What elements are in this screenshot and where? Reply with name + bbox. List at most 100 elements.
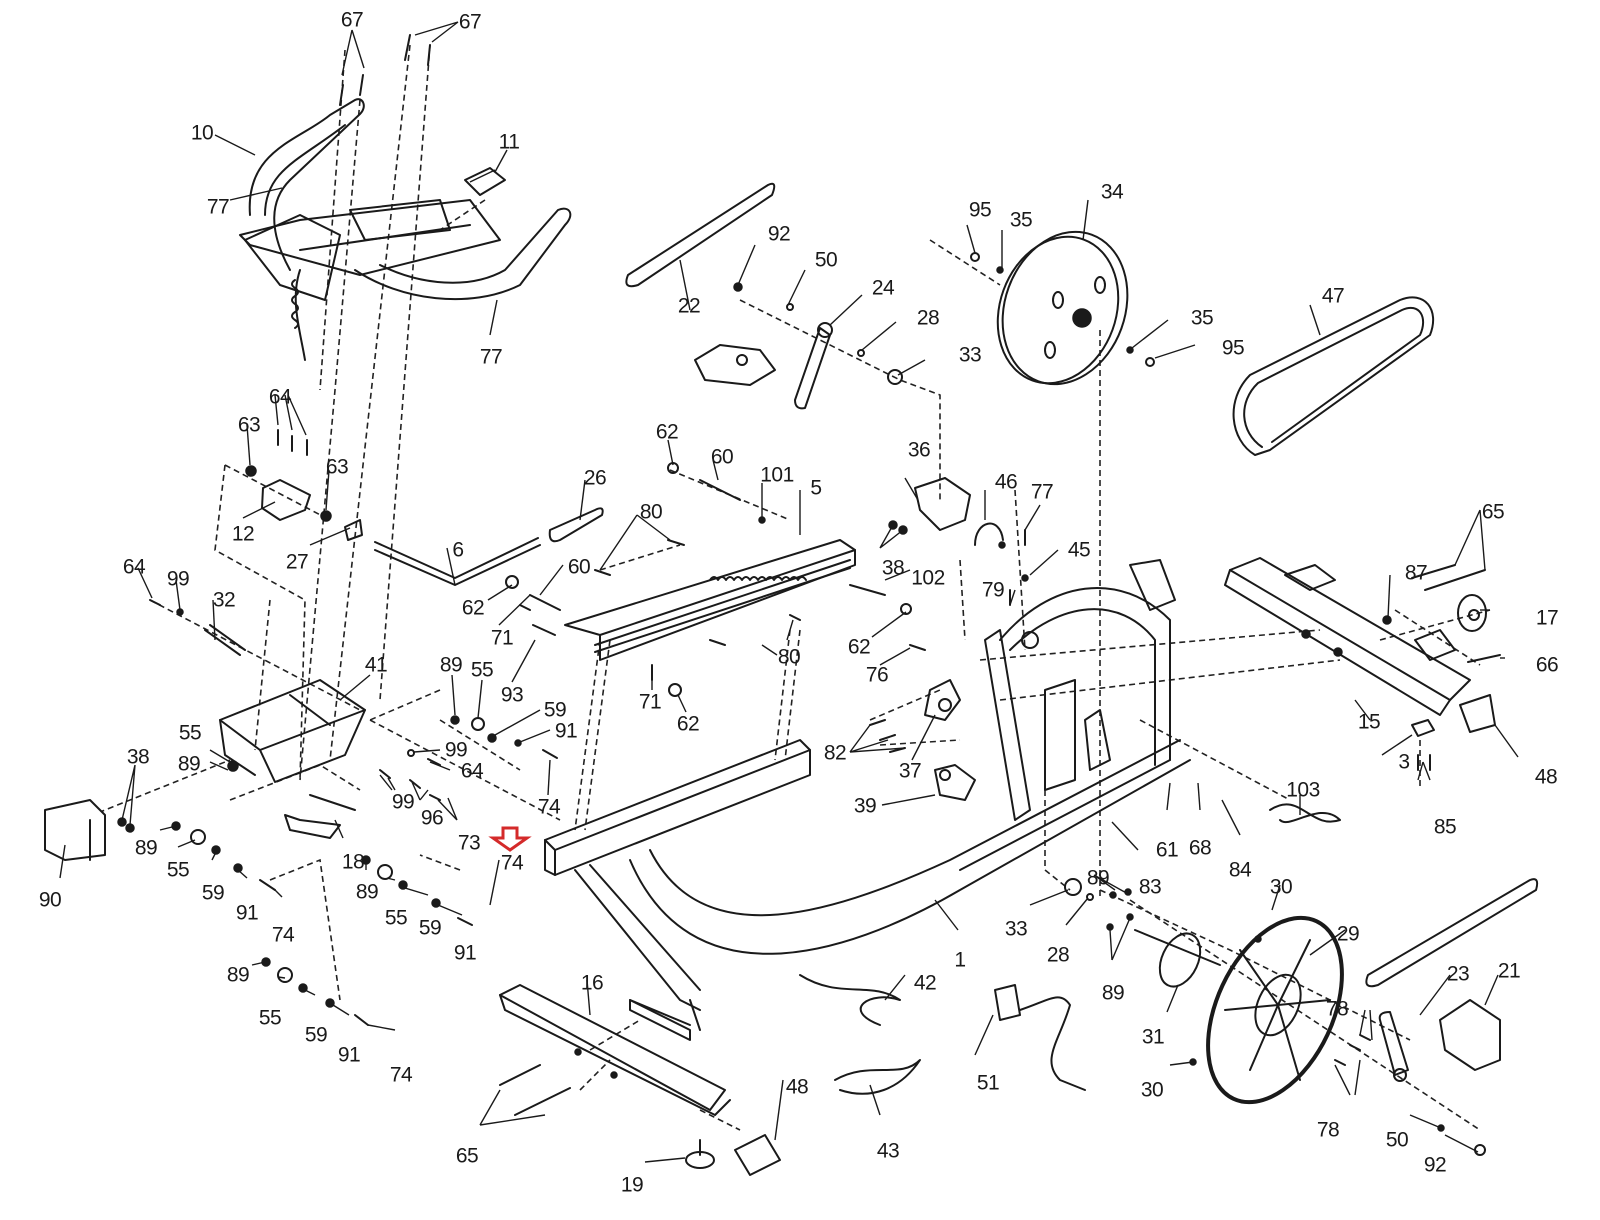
part-21-strap-pedal xyxy=(1365,878,1539,1071)
part-1-frame xyxy=(544,559,1191,1031)
part-label: 10 xyxy=(190,121,214,145)
part-label: 59 xyxy=(418,916,442,940)
bracket-hardware xyxy=(227,715,558,801)
part-label: 73 xyxy=(457,831,481,855)
part-label: 12 xyxy=(231,522,255,546)
part-label: 48 xyxy=(1534,765,1558,789)
part-label: 27 xyxy=(285,550,309,574)
part-label: 60 xyxy=(567,555,591,579)
part-label: 31 xyxy=(1141,1025,1165,1049)
part-label: 55 xyxy=(258,1006,282,1030)
part-label: 35 xyxy=(1190,306,1214,330)
part-label: 99 xyxy=(391,790,415,814)
part-label: 103 xyxy=(1286,778,1320,802)
part-26-grip xyxy=(548,507,604,543)
part-label: 90 xyxy=(38,888,62,912)
part-handlebar xyxy=(239,98,572,361)
part-label: 41 xyxy=(364,653,388,677)
part-label: 36 xyxy=(907,438,931,462)
part-label: 45 xyxy=(1067,538,1091,562)
part-32-pin xyxy=(149,599,246,656)
part-label: 62 xyxy=(847,635,871,659)
part-label: 65 xyxy=(455,1144,479,1168)
part-label: 37 xyxy=(898,759,922,783)
part-label: 42 xyxy=(913,971,937,995)
part-label: 48 xyxy=(785,1075,809,1099)
part-label: 34 xyxy=(1100,180,1124,204)
part-label: 23 xyxy=(1446,962,1470,986)
part-label: 89 xyxy=(355,880,379,904)
part-label: 89 xyxy=(226,963,250,987)
part-label: 74 xyxy=(271,923,295,947)
part-46-wire xyxy=(974,522,1029,606)
part-label: 39 xyxy=(853,794,877,818)
part-label: 50 xyxy=(814,248,838,272)
part-label: 92 xyxy=(767,222,791,246)
part-label: 38 xyxy=(126,745,150,769)
part-label: 89 xyxy=(1086,866,1110,890)
part-label: 60 xyxy=(710,445,734,469)
part-11-pad xyxy=(464,167,506,196)
part-label: 30 xyxy=(1269,875,1293,899)
part-label: 89 xyxy=(1101,981,1125,1005)
part-label: 18 xyxy=(341,850,365,874)
part-label: 26 xyxy=(583,466,607,490)
part-label: 87 xyxy=(1404,561,1428,585)
part-label: 24 xyxy=(871,276,895,300)
part-label: 59 xyxy=(201,881,225,905)
part-29-flywheel xyxy=(1206,915,1344,1105)
part-31-hub xyxy=(1064,878,1262,1066)
stabilizer-hardware xyxy=(1411,564,1501,771)
part-label: 55 xyxy=(384,906,408,930)
hardware-82-76 xyxy=(869,644,926,753)
part-label: 59 xyxy=(543,698,567,722)
part-label: 89 xyxy=(134,836,158,860)
part-label: 65 xyxy=(1481,500,1505,524)
part-label: 50 xyxy=(1385,1128,1409,1152)
part-label: 62 xyxy=(676,712,700,736)
part-label: 80 xyxy=(639,500,663,524)
part-label: 55 xyxy=(178,721,202,745)
part-label: 76 xyxy=(865,663,889,687)
part-label: 35 xyxy=(1009,208,1033,232)
part-label: 21 xyxy=(1497,959,1521,983)
part-label: 84 xyxy=(1228,858,1252,882)
part-label: 22 xyxy=(677,294,701,318)
part-label: 43 xyxy=(876,1139,900,1163)
part-label: 5 xyxy=(810,476,822,500)
part-5-rail xyxy=(564,539,856,661)
part-label: 101 xyxy=(760,463,794,487)
wires xyxy=(799,803,1341,1095)
part-22-strap-pedal xyxy=(625,182,776,386)
part-label: 28 xyxy=(1046,943,1070,967)
part-label: 93 xyxy=(500,683,524,707)
part-label: 62 xyxy=(655,420,679,444)
part-label: 59 xyxy=(304,1023,328,1047)
part-label: 74 xyxy=(500,851,524,875)
part-47-belt xyxy=(1232,296,1435,456)
part-label: 63 xyxy=(325,455,349,479)
part-label: 33 xyxy=(1004,917,1028,941)
part-label: 55 xyxy=(470,658,494,682)
assembly-guide-lines xyxy=(79,44,1491,1131)
part-label: 67 xyxy=(340,8,364,32)
part-label: 62 xyxy=(461,596,485,620)
part-label: 63 xyxy=(237,413,261,437)
part-label: 51 xyxy=(976,1071,1000,1095)
part-16-stabilizer xyxy=(499,984,781,1176)
part-90-endcap xyxy=(44,799,135,861)
part-label: 3 xyxy=(1398,750,1410,774)
part-label: 28 xyxy=(916,306,940,330)
part-label: 61 xyxy=(1155,838,1179,862)
part-label: 11 xyxy=(498,130,520,154)
part-label: 15 xyxy=(1357,710,1381,734)
part-18-plate xyxy=(284,794,356,839)
part-label: 1 xyxy=(954,948,966,972)
part-label: 82 xyxy=(823,741,847,765)
part-41-bracket xyxy=(219,679,366,783)
label-leader-lines xyxy=(59,21,1519,1163)
part-label: 89 xyxy=(439,653,463,677)
screws-67 xyxy=(339,34,431,106)
part-label: 66 xyxy=(1535,653,1559,677)
wheel-set-2 xyxy=(361,855,473,926)
